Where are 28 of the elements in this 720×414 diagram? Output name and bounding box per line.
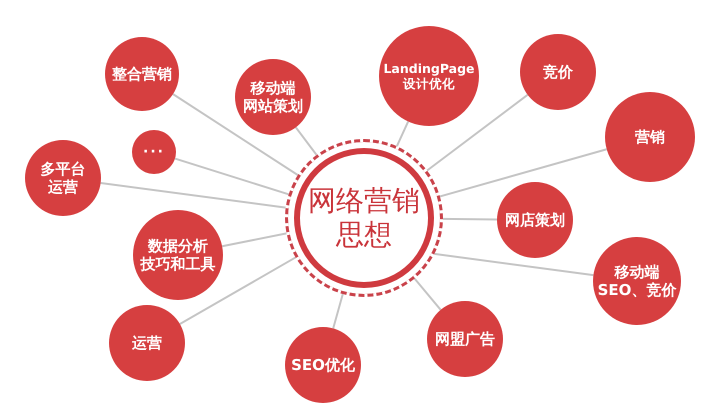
- topic-circle: [132, 130, 176, 174]
- connector-line: [174, 158, 289, 196]
- topic-label: LandingPage设计优化: [383, 61, 475, 91]
- topic-label: 整合营销: [112, 65, 172, 83]
- connector-line: [100, 182, 286, 209]
- topic-label: 数据分析技巧和工具: [140, 237, 216, 273]
- topic-label: ···: [143, 144, 165, 160]
- connector-line: [172, 93, 298, 176]
- connector-line: [426, 94, 528, 172]
- topic-label: 网盟广告: [435, 330, 495, 348]
- topic-label: 营销: [635, 128, 665, 146]
- connector-line: [396, 121, 410, 147]
- connector-line: [332, 294, 344, 329]
- connector-line: [440, 148, 607, 198]
- topic-label: 运营: [132, 334, 162, 352]
- topic-label: 网店策划: [505, 211, 565, 229]
- topic-label: 移动端网站策划: [243, 79, 303, 115]
- connector-line: [295, 126, 318, 156]
- topic-label: SEO优化: [291, 356, 355, 374]
- connector-line: [179, 256, 296, 325]
- topic-label: 移动端SEO、竞价: [598, 263, 676, 299]
- central-topic-label: 网络营销思想: [308, 184, 420, 252]
- topic-label: 竞价: [543, 63, 573, 81]
- connector-line: [414, 278, 442, 310]
- topic-label: 多平台运营: [40, 160, 86, 196]
- connector-line: [442, 218, 498, 221]
- connector-line: [222, 232, 287, 248]
- connector-line: [434, 252, 594, 276]
